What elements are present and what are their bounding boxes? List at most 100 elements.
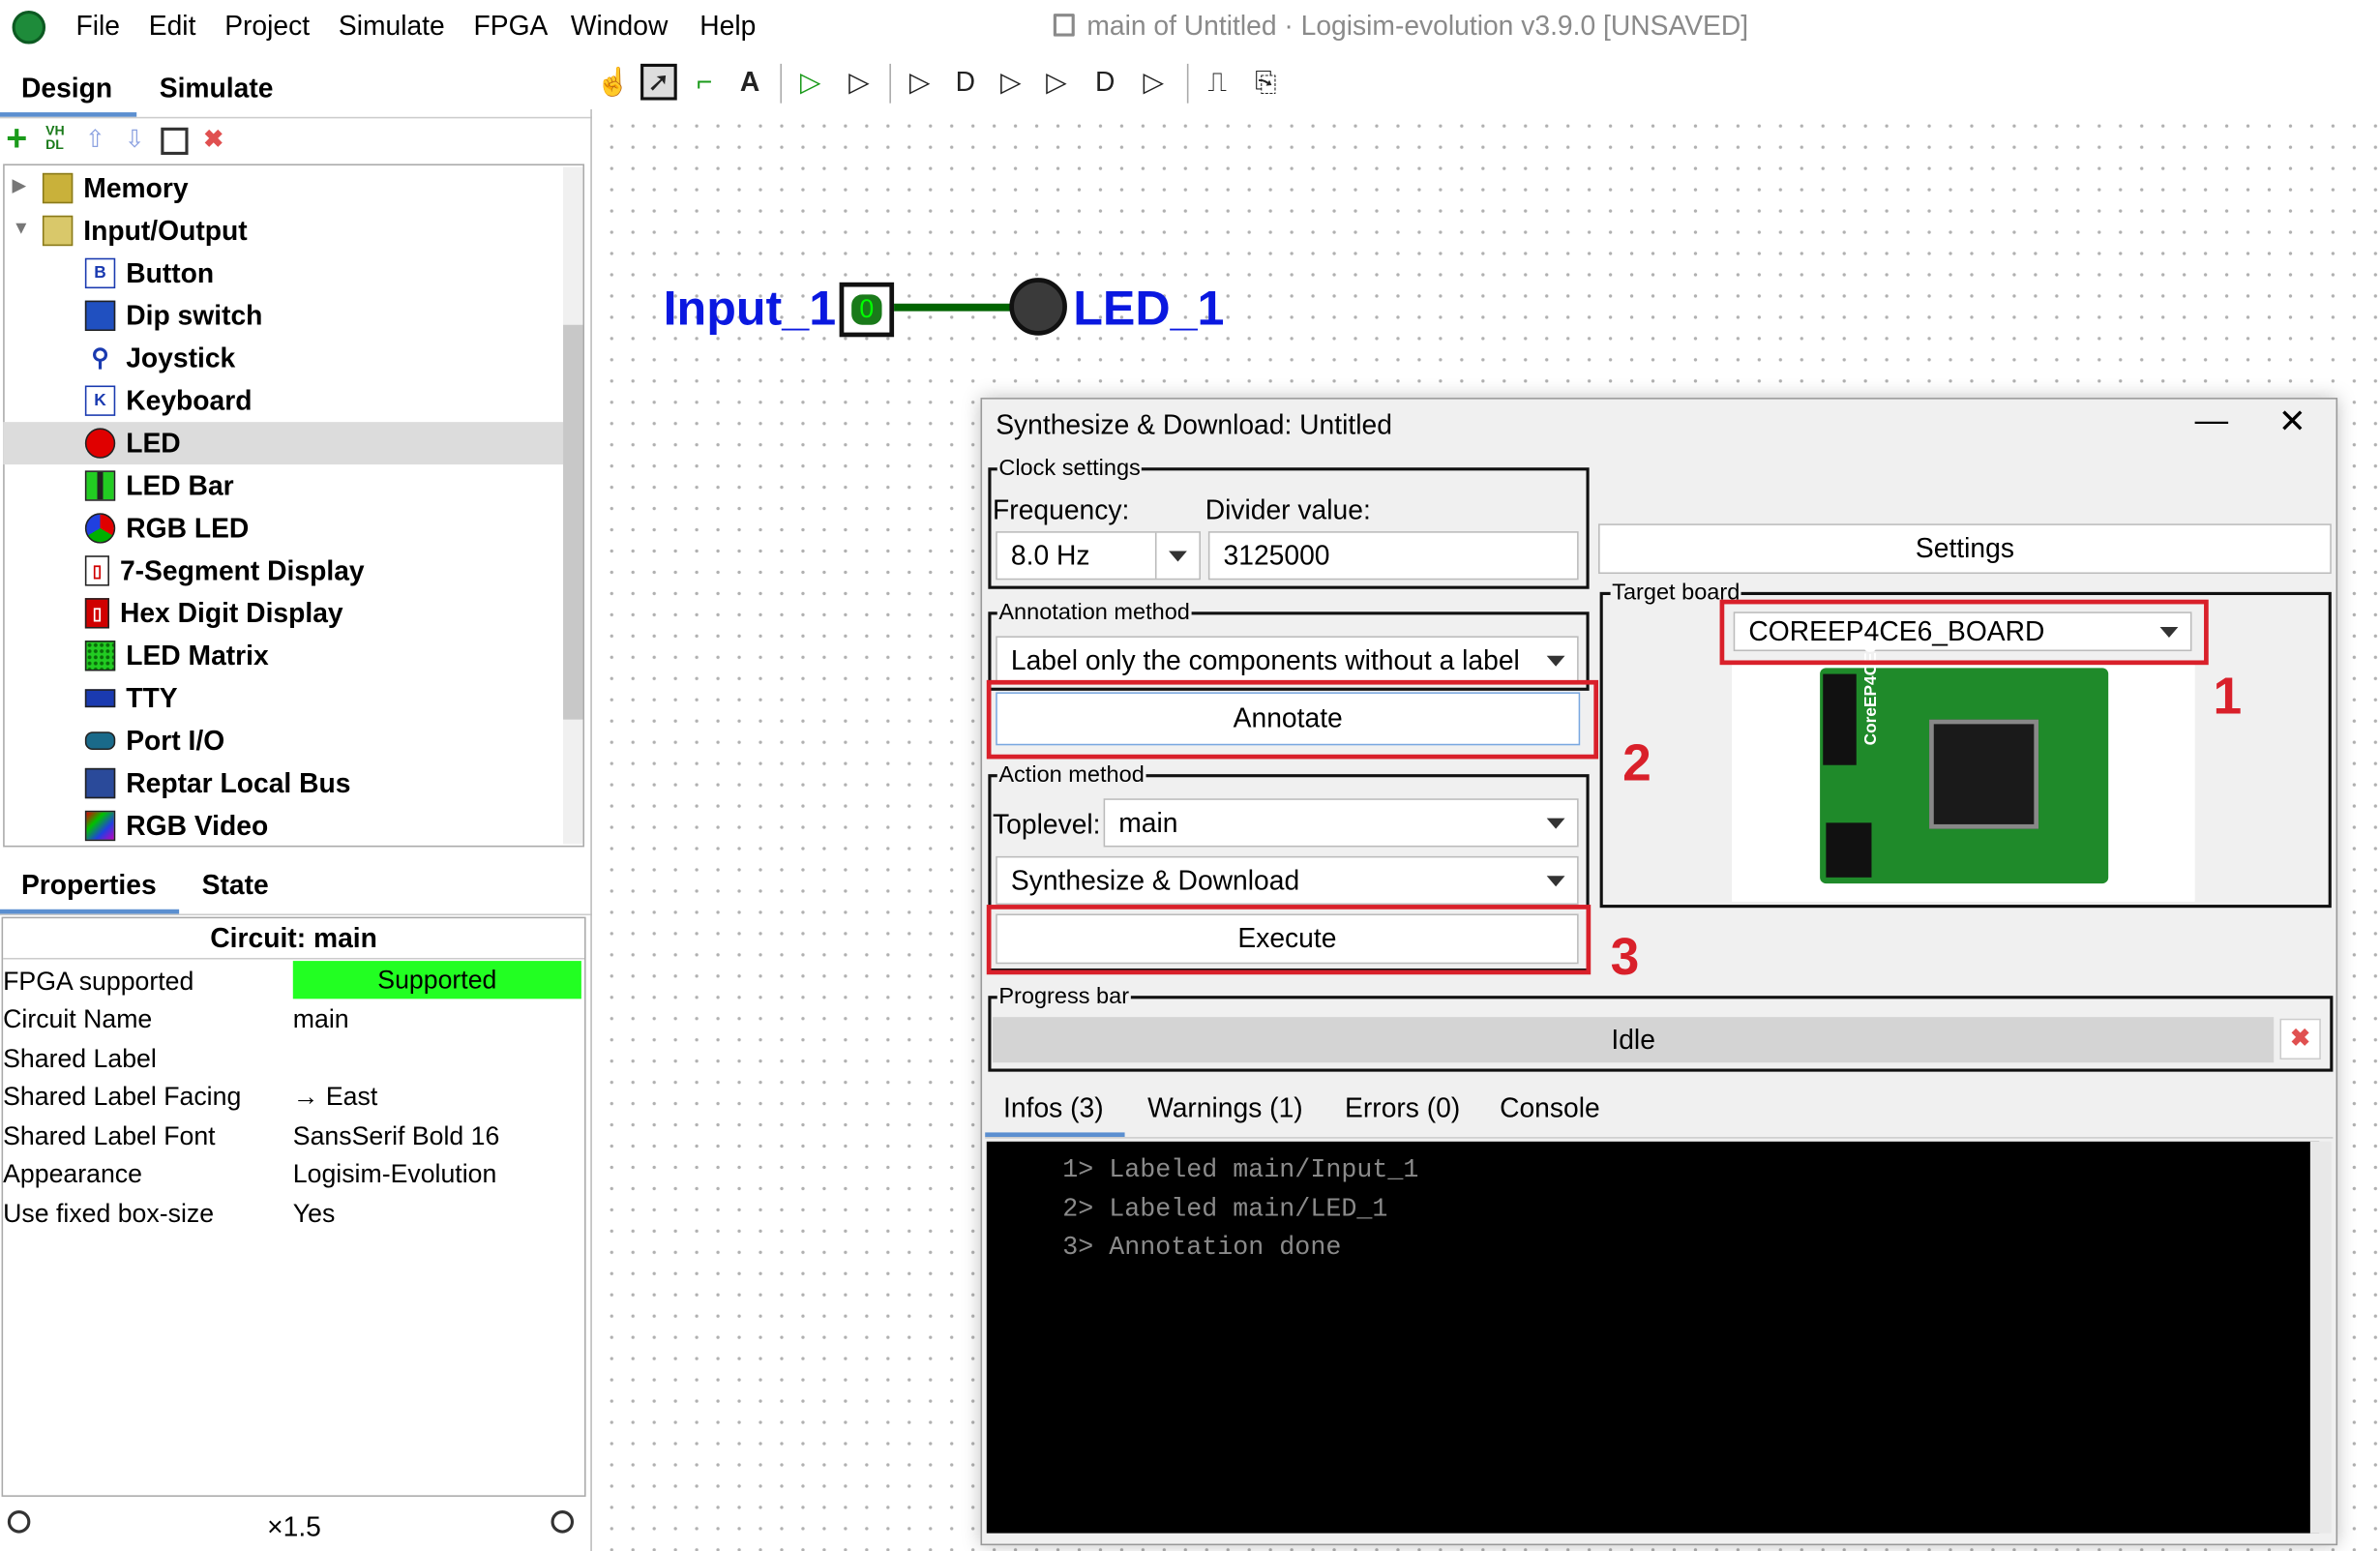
highlight-box-annotate (986, 679, 1599, 760)
annotation-method-value: Label only the components without a labe… (1010, 644, 1520, 676)
text-tool-icon[interactable]: A (739, 66, 760, 97)
tab-properties[interactable]: Properties (20, 869, 157, 901)
tab-console[interactable]: Console (1500, 1092, 1600, 1123)
menu-project[interactable]: Project (224, 10, 311, 42)
led-component[interactable] (1009, 278, 1067, 336)
nand-gate-icon[interactable]: D (1094, 66, 1116, 97)
prop-key: FPGA supported (3, 967, 194, 997)
add-circuit-icon[interactable]: + (6, 118, 28, 160)
tree-item-input-output[interactable]: Input/Output (42, 210, 248, 253)
board-chip (1929, 719, 2039, 829)
menu-file[interactable]: File (75, 10, 120, 42)
prop-value[interactable]: Logisim-Evolution (292, 1159, 497, 1189)
console-scrollbar[interactable] (2309, 1141, 2332, 1534)
tab-errors[interactable]: Errors (0) (1345, 1092, 1461, 1123)
tab-warnings[interactable]: Warnings (1) (1147, 1092, 1303, 1123)
tree-item-button[interactable]: B Button (84, 252, 215, 294)
or-gate-icon[interactable]: ▷ (1000, 66, 1022, 97)
prop-value[interactable]: → East (292, 1082, 378, 1112)
board-dropdown[interactable]: COREEP4CE6_BOARD (1733, 611, 2192, 652)
wire-tool-icon[interactable]: ⌐ (696, 66, 713, 97)
tree-item-tty[interactable]: TTY (84, 677, 178, 720)
tree-item-label: Button (126, 256, 215, 288)
tree-item-label: Memory (83, 172, 189, 203)
window-title: main of Untitled · Logisim-evolution v3.… (1086, 10, 1749, 42)
tree-item-led-matrix[interactable]: LED Matrix (84, 635, 269, 677)
console-line: 1> Labeled main/Input_1 (1062, 1156, 1419, 1186)
cancel-icon[interactable]: ✖ (2279, 1018, 2321, 1060)
menu-fpga[interactable]: FPGA (473, 10, 549, 42)
tree-item-seven-segment[interactable]: ▯ 7-Segment Display (84, 550, 365, 592)
hand-poke-icon[interactable]: ☝ (596, 66, 631, 97)
properties-panel (1, 916, 586, 1497)
tree-item-joystick[interactable]: ⚲ Joystick (84, 337, 235, 379)
tree-item-led-bar[interactable]: LED Bar (84, 464, 234, 507)
input-pin-icon[interactable]: ▷ (799, 66, 821, 97)
tree-item-memory[interactable]: Memory (42, 167, 189, 210)
delete-icon[interactable]: ✖ (203, 127, 224, 154)
prop-value[interactable]: SansSerif Bold 16 (292, 1121, 500, 1151)
divider-input[interactable]: 3125000 (1207, 531, 1579, 581)
tree-item-label: 7-Segment Display (119, 554, 365, 585)
joystick-icon: ⚲ (84, 343, 116, 373)
board-image: CoreEP4CE6 (1732, 643, 2195, 902)
tree-item-local-bus[interactable]: Reptar Local Bus (84, 762, 350, 805)
tree-item-rgb-led[interactable]: RGB LED (84, 507, 249, 550)
tree-item-keyboard[interactable]: K Keyboard (84, 379, 252, 422)
settings-button[interactable]: Settings (1598, 523, 2332, 575)
chevron-down-icon (1546, 655, 1565, 667)
console-output[interactable] (986, 1141, 2320, 1534)
tree-item-port-io[interactable]: Port I/O (84, 720, 224, 762)
prop-value[interactable]: Yes (292, 1199, 336, 1229)
board-header-left (1823, 673, 1857, 765)
close-icon[interactable]: ✕ (2277, 402, 2306, 440)
expand-arrow-icon[interactable]: ▼ (12, 217, 31, 239)
annotate-button[interactable]: Annotate (996, 692, 1581, 746)
tree-item-rgb-video[interactable]: RGB Video (84, 805, 268, 848)
toplevel-dropdown[interactable]: main (1103, 798, 1579, 848)
menu-simulate[interactable]: Simulate (338, 10, 445, 42)
frequency-label: Frequency: (993, 494, 1130, 525)
group-legend: Action method (997, 761, 1146, 789)
tab-infos[interactable]: Infos (3) (1003, 1092, 1104, 1123)
wire[interactable] (894, 303, 1019, 312)
menu-window[interactable]: Window (570, 10, 669, 42)
collapse-arrow-icon[interactable]: ▶ (12, 174, 27, 196)
properties-header: Circuit: main (210, 922, 377, 954)
subcircuit-icon[interactable]: ⎍ (1207, 66, 1228, 97)
action-dropdown[interactable]: Synthesize & Download (996, 855, 1579, 906)
nor-gate-icon[interactable]: ▷ (1143, 66, 1165, 97)
prop-key: Shared Label (3, 1044, 157, 1074)
tree-item-hex-digit[interactable]: ▯ Hex Digit Display (84, 592, 343, 635)
appearance-icon[interactable]: ⎘ (1255, 66, 1277, 97)
minimize-icon[interactable]: — (2194, 401, 2229, 439)
edit-appearance-icon[interactable] (161, 127, 189, 156)
not-gate-icon[interactable]: ▷ (908, 66, 931, 97)
menu-help[interactable]: Help (699, 10, 757, 42)
zoom-in-icon[interactable] (550, 1510, 575, 1534)
zoom-out-icon[interactable] (7, 1510, 31, 1534)
xor-gate-icon[interactable]: ▷ (1046, 66, 1067, 97)
tab-state[interactable]: State (201, 869, 269, 901)
select-tool-icon[interactable]: ➚ (640, 63, 677, 101)
tab-underline (0, 909, 180, 914)
annotation-method-dropdown[interactable]: Label only the components without a labe… (996, 636, 1579, 685)
dip-switch-icon (84, 300, 116, 332)
menu-edit[interactable]: Edit (148, 10, 196, 42)
move-up-icon[interactable]: ⇧ (84, 127, 105, 154)
execute-button[interactable]: Execute (996, 913, 1579, 965)
input-pin[interactable]: 0 (839, 282, 895, 338)
pane-divider[interactable] (590, 108, 592, 1551)
tree-scrollbar-thumb[interactable] (563, 324, 583, 720)
and-gate-icon[interactable]: D (955, 66, 976, 97)
tab-design[interactable]: Design (20, 73, 113, 104)
prop-value[interactable]: main (292, 1004, 349, 1034)
move-down-icon[interactable]: ⇩ (124, 127, 145, 154)
tree-item-dip-switch[interactable]: Dip switch (84, 294, 262, 337)
output-pin-icon[interactable]: ▷ (848, 66, 870, 97)
tab-simulate[interactable]: Simulate (159, 73, 274, 104)
frequency-dropdown[interactable]: 8.0 Hz (996, 531, 1201, 581)
tree-item-led[interactable]: LED (3, 422, 565, 465)
divider-label: Divider value: (1205, 494, 1371, 525)
